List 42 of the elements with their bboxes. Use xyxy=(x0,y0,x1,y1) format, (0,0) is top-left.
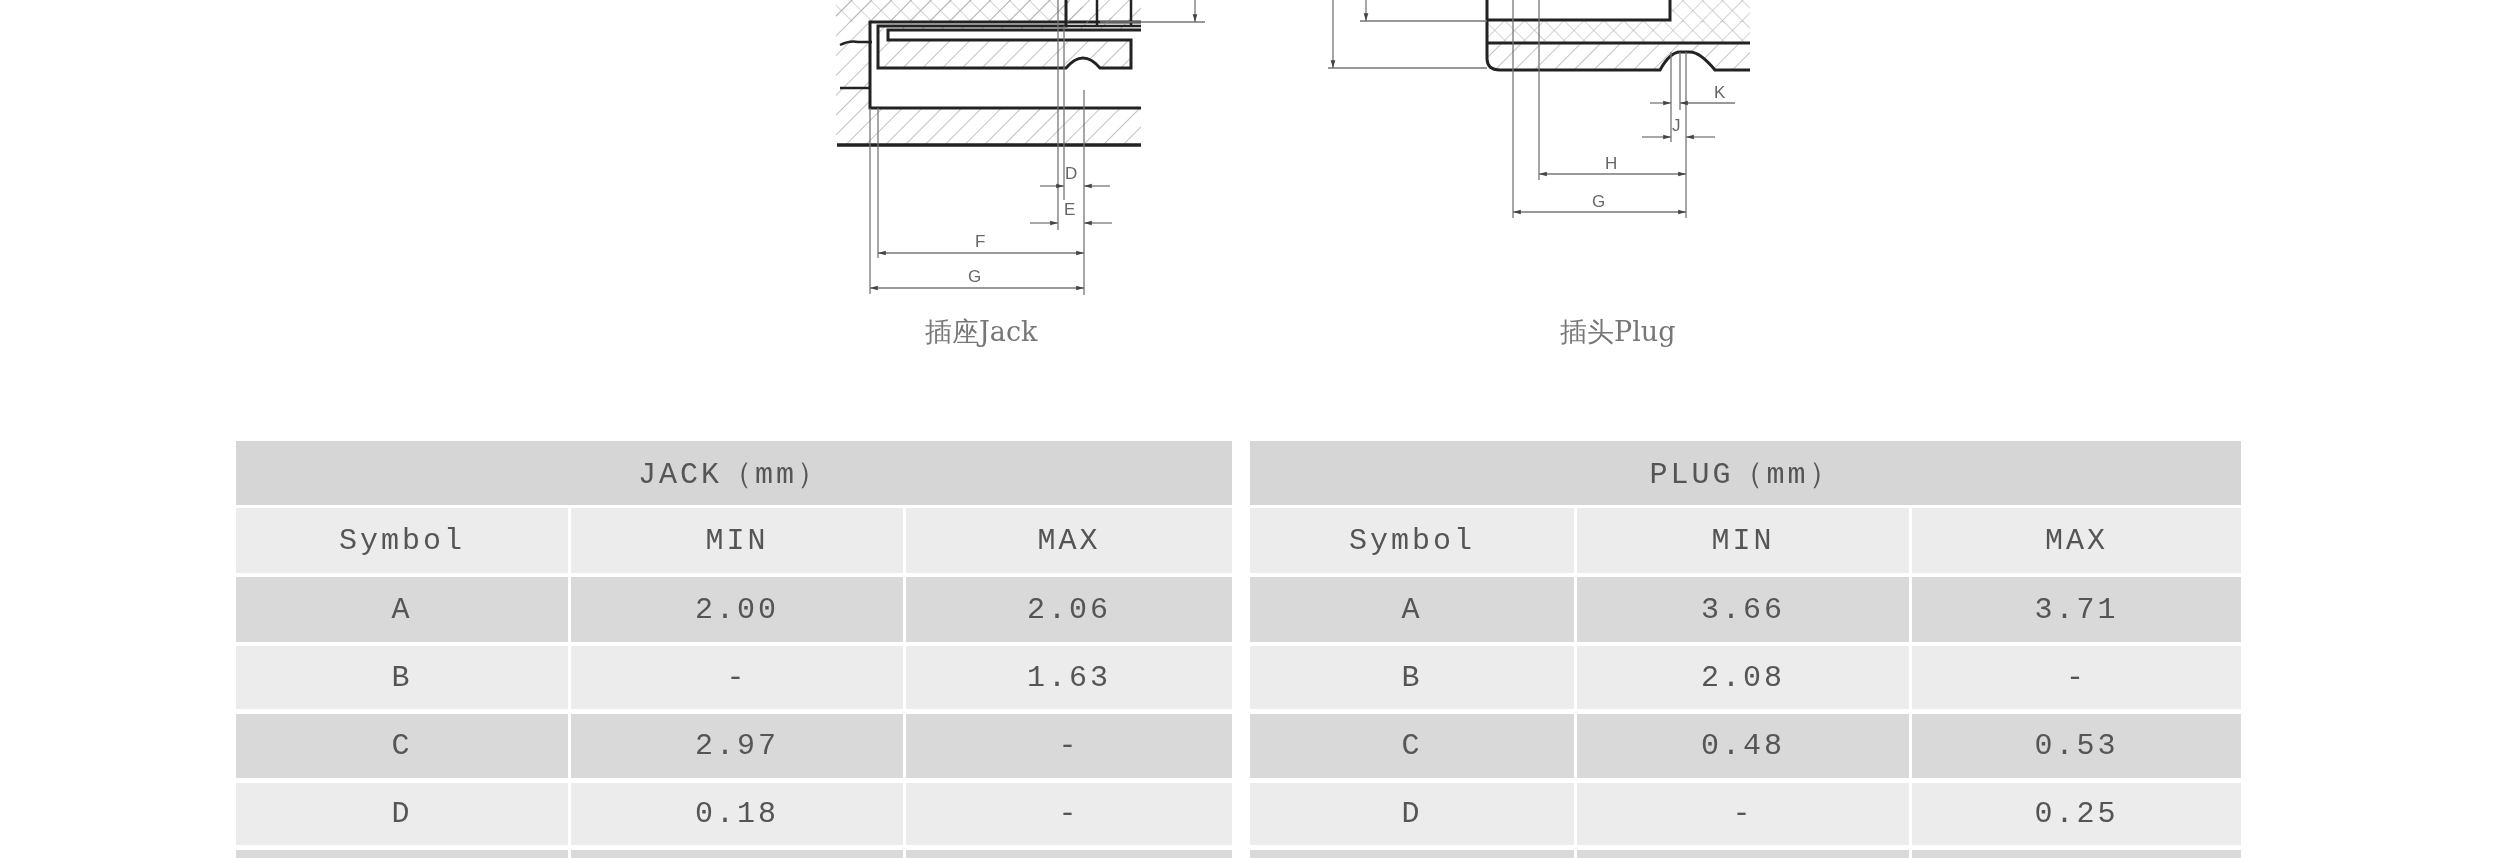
dimension-label: D xyxy=(1065,165,1078,182)
table-cell: B xyxy=(236,646,568,709)
dimension-label: H xyxy=(1605,155,1618,172)
table-cell: 1.63 xyxy=(906,646,1232,709)
table-cell: B xyxy=(1250,646,1574,709)
column-header: MAX xyxy=(906,508,1232,573)
drawing-caption: 插座Jack xyxy=(925,318,1038,345)
table-cell: C xyxy=(1250,714,1574,778)
dimension-label: K xyxy=(1714,84,1726,101)
table-header: JACK（mm） xyxy=(236,441,1232,505)
dimension-label: G xyxy=(968,268,982,285)
drawing-caption: 插头Plug xyxy=(1560,318,1676,345)
table-cell: A xyxy=(236,577,568,642)
dimension-label: E xyxy=(1064,201,1076,218)
table-cell: - xyxy=(571,646,903,709)
dimension-label: J xyxy=(1672,117,1681,134)
table-cell: 0.25 xyxy=(1912,783,2241,845)
table-cell: 0.48 xyxy=(1577,714,1909,778)
table-cell: 2.97 xyxy=(571,714,903,778)
table-cell: D xyxy=(1250,783,1574,845)
column-header: Symbol xyxy=(236,508,568,573)
table-cell: - xyxy=(1577,783,1909,845)
table-cell: 3.66 xyxy=(1577,577,1909,642)
column-header: MIN xyxy=(571,508,903,573)
column-header: Symbol xyxy=(1250,508,1574,573)
table-cell: - xyxy=(906,783,1232,845)
table-cell: D xyxy=(236,783,568,845)
column-header: MIN xyxy=(1577,508,1909,573)
table-header: PLUG（mm） xyxy=(1250,441,2241,505)
table-cell: C xyxy=(236,714,568,778)
table-cell: 3.71 xyxy=(1912,577,2241,642)
table-cell: 2.08 xyxy=(1577,646,1909,709)
table-cell: - xyxy=(906,714,1232,778)
table-cell: 0.53 xyxy=(1912,714,2241,778)
table-cell: 2.00 xyxy=(571,577,903,642)
table-cell: A xyxy=(1250,577,1574,642)
dimension-label: F xyxy=(975,233,986,250)
dimension-label: G xyxy=(1592,193,1606,210)
column-header: MAX xyxy=(1912,508,2241,573)
table-cell: - xyxy=(1912,646,2241,709)
table-cell: 2.06 xyxy=(906,577,1232,642)
table-cell: 0.18 xyxy=(571,783,903,845)
